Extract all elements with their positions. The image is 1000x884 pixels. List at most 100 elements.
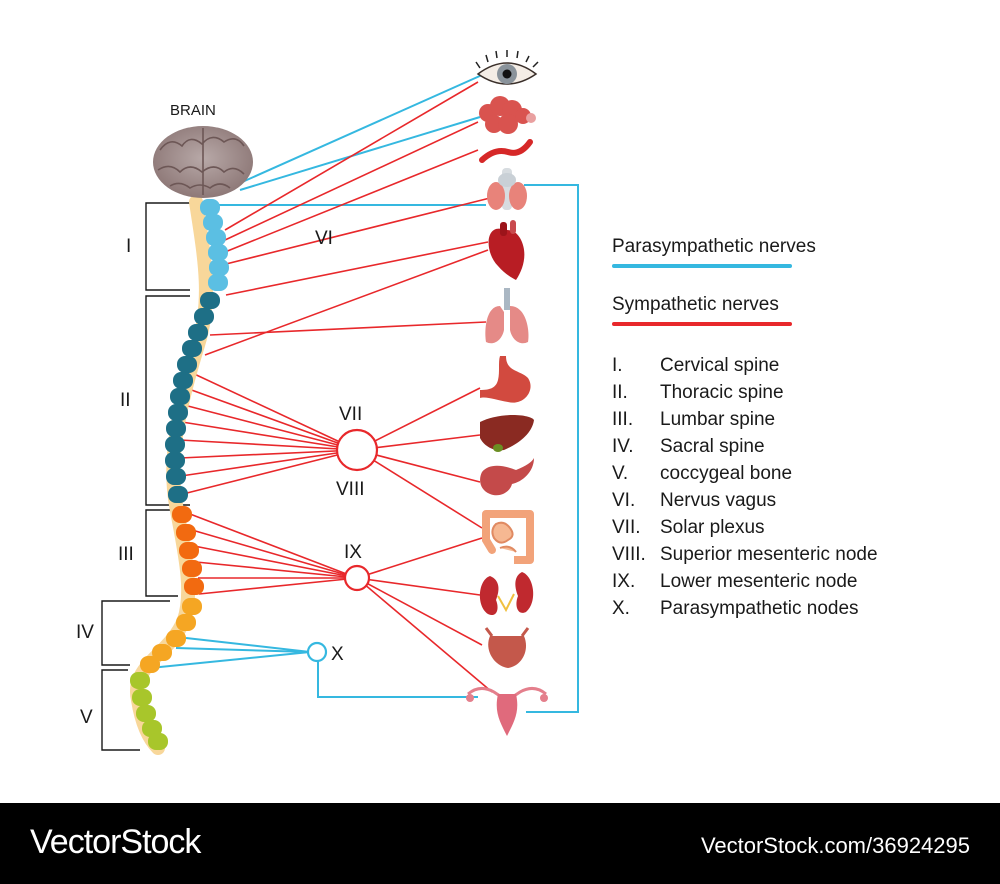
vertebra <box>142 720 162 737</box>
salivary-gland-icon <box>479 96 536 134</box>
lower-mesenteric-node <box>343 564 371 592</box>
key-item: V.coccygeal bone <box>612 460 992 487</box>
liver-icon <box>480 415 534 452</box>
key-text: Superior mesenteric node <box>660 543 878 565</box>
key-item: VII. Solar plexus <box>612 514 992 541</box>
key-text: Parasympathetic nodes <box>660 597 859 619</box>
vertebra <box>148 733 168 750</box>
parasympathetic-nerve-lines <box>149 74 579 713</box>
node-to-kidney <box>356 577 481 596</box>
legend: Parasympathetic nerves Sympathetic nerve… <box>612 236 992 622</box>
vagus-label: VI <box>315 228 333 249</box>
stomach-icon <box>480 356 531 403</box>
vertebra <box>172 506 192 523</box>
vertebra <box>165 436 185 453</box>
bladder-icon <box>484 627 530 668</box>
vertebra <box>168 404 188 421</box>
vertebra <box>200 199 220 216</box>
key-item: IV.Sacral spine <box>612 433 992 460</box>
parasympathetic-node <box>306 641 328 663</box>
legend-parasympathetic: Parasympathetic nerves <box>612 236 992 280</box>
sympathetic-nerve-lines <box>179 81 493 693</box>
t-to-plexus-3 <box>183 404 358 451</box>
key-number: I. <box>612 354 623 376</box>
vertebra <box>166 630 186 647</box>
t-to-plexus-2 <box>185 387 358 451</box>
footer-banner: VectorStock VectorStock.com/36924295 <box>0 803 1000 884</box>
spine-brackets <box>101 202 190 751</box>
footer-image-id: VectorStock.com/36924295 <box>700 833 970 858</box>
t-to-plexus-7 <box>180 449 358 477</box>
pancreas-icon <box>480 458 534 496</box>
heart-icon <box>488 220 525 280</box>
t-to-plexus-4 <box>181 421 358 451</box>
vertebra <box>200 292 220 309</box>
node-to-bladder <box>356 577 483 646</box>
parasym-node-label: X <box>331 644 344 665</box>
vertebra <box>179 542 199 559</box>
solar-plexus-node <box>335 428 379 472</box>
brain-icon: BRAIN <box>153 102 253 198</box>
key-item: X. Parasympathetic nodes <box>612 595 992 622</box>
node-to-uterus <box>356 577 493 693</box>
cervical-to-heart <box>225 241 489 296</box>
vagus-loop-right <box>524 184 579 713</box>
sacral-to-node-1 <box>185 637 311 653</box>
key-number: VII. <box>612 516 641 538</box>
spinal-column <box>129 195 229 755</box>
key-item: VI.Nervus vagus <box>612 487 992 514</box>
section-label-4: IV <box>76 622 94 643</box>
section-label-5: V <box>80 707 93 728</box>
thyroid-icon <box>487 168 527 210</box>
vertebra <box>173 372 193 389</box>
plexus-to-pancreas <box>356 449 481 483</box>
vertebra <box>188 324 208 341</box>
vertebra <box>194 308 214 325</box>
l-to-node-2 <box>191 529 358 579</box>
node-to-uterus <box>317 660 478 698</box>
vertebra <box>165 452 185 469</box>
key-text: Thoracic spine <box>660 381 784 403</box>
vertebra <box>208 244 228 261</box>
cervical-to-thyroid <box>225 197 491 265</box>
section-label-1: I <box>126 236 131 257</box>
legend-sympathetic-swatch <box>612 322 792 326</box>
kidneys-icon <box>479 572 534 616</box>
thoracic-to-heart <box>204 249 489 356</box>
uterus-icon <box>466 687 548 736</box>
key-text: Cervical spine <box>660 354 780 376</box>
intestine-icon <box>482 510 534 564</box>
l-to-node-4 <box>195 561 358 579</box>
key-number: VI. <box>612 489 636 511</box>
solar-plexus-label: VII <box>339 404 362 425</box>
vertebra <box>136 705 156 722</box>
eye-icon <box>475 50 539 85</box>
vertebra <box>182 598 202 615</box>
thoracic-to-lung <box>209 321 487 336</box>
vertebra <box>130 672 150 689</box>
vertebra <box>166 420 186 437</box>
node-to-intestine <box>356 537 483 579</box>
t-to-plexus-6 <box>179 449 358 459</box>
l-to-node-1 <box>189 513 358 579</box>
vertebra <box>208 274 228 291</box>
plexus-to-stomach <box>356 387 481 451</box>
key-number: X. <box>612 597 630 619</box>
vertebra <box>184 578 204 595</box>
l-to-node-3 <box>193 545 358 579</box>
lungs-icon <box>485 288 529 344</box>
l-to-node-6 <box>198 577 358 595</box>
vertebra <box>182 340 202 357</box>
key-number: IV. <box>612 435 634 457</box>
bracket-cervical <box>145 202 190 291</box>
vertebra <box>203 214 223 231</box>
key-text: Solar plexus <box>660 516 765 538</box>
key-text: Lower mesenteric node <box>660 570 858 592</box>
legend-sympathetic: Sympathetic nerves <box>612 294 992 338</box>
brain-label: BRAIN <box>170 102 216 119</box>
vertebra <box>177 356 197 373</box>
key-item: IX. Lower mesenteric node <box>612 568 992 595</box>
key-number: VIII. <box>612 543 646 565</box>
key-number: IX. <box>612 570 636 592</box>
